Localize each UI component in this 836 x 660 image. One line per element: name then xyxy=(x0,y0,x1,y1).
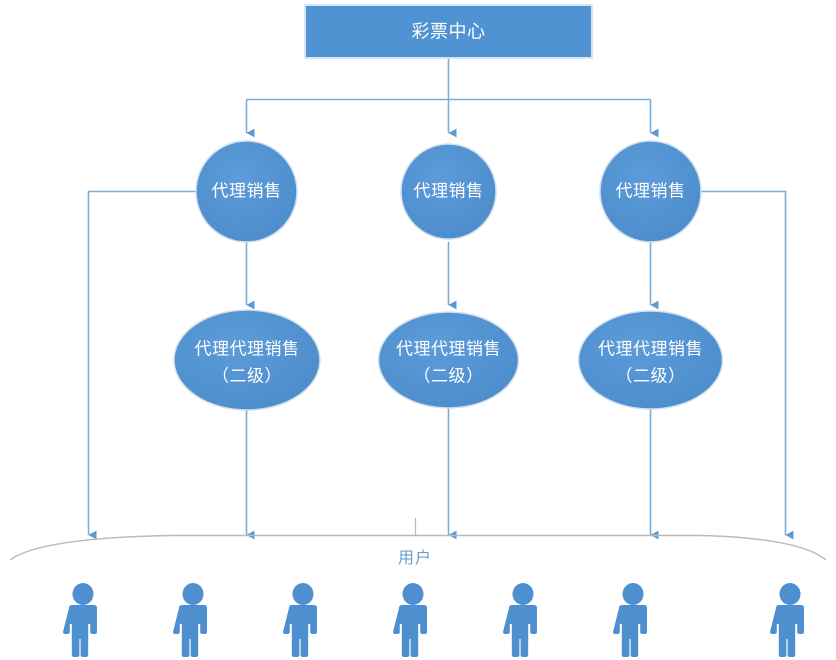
person-icon xyxy=(613,583,647,657)
level2-node-3-shape xyxy=(577,310,724,410)
level1-node-2-label: 代理销售 xyxy=(414,181,484,200)
person-icon xyxy=(283,583,317,657)
level2-node-3[interactable]: 代理代理销售 （二级） xyxy=(577,310,724,410)
root-node[interactable]: 彩票中心 xyxy=(304,4,593,59)
level2-node-1-label-line2: （二级） xyxy=(212,366,282,385)
users-bracket: 用户 xyxy=(9,518,827,567)
root-node-box xyxy=(304,4,593,59)
connector-agent-1-direct-to-users xyxy=(87,190,196,540)
level2-node-2[interactable]: 代理代理销售 （二级） xyxy=(377,311,520,409)
person-icon xyxy=(503,583,537,657)
level1-node-3[interactable]: 代理销售 xyxy=(599,140,702,243)
level1-node-2-shape xyxy=(400,143,497,240)
person-icon xyxy=(770,583,804,657)
connector-layer xyxy=(87,58,794,540)
level2-node-1[interactable]: 代理代理销售 （二级） xyxy=(173,309,321,411)
level1-node-2[interactable]: 代理销售 xyxy=(400,143,497,240)
root-node-label: 彩票中心 xyxy=(412,21,486,41)
level2-node-2-label-line1: 代理代理销售 xyxy=(396,339,501,358)
level2-node-2-shape xyxy=(377,311,520,409)
person-icon xyxy=(63,583,97,657)
person-icon xyxy=(173,583,207,657)
person-icon xyxy=(393,583,427,657)
level1-node-3-label: 代理销售 xyxy=(616,181,686,200)
level1-node-1-label: 代理销售 xyxy=(212,181,282,200)
users-icon-row xyxy=(63,583,804,657)
connector-agent-3-direct-to-users xyxy=(700,190,794,540)
level2-node-3-label-line2: （二级） xyxy=(616,366,686,385)
level1-node-1-shape xyxy=(195,140,298,243)
level2-node-2-label-line2: （二级） xyxy=(414,366,484,385)
level2-node-3-label-line1: 代理代理销售 xyxy=(598,339,703,358)
level2-node-1-shape xyxy=(173,309,321,411)
level2-node-1-label-line1: 代理代理销售 xyxy=(195,339,300,358)
users-bracket-label: 用户 xyxy=(398,549,432,567)
users-bracket-curve xyxy=(9,534,827,561)
level1-node-1[interactable]: 代理销售 xyxy=(195,140,298,243)
level1-node-3-shape xyxy=(599,140,702,243)
